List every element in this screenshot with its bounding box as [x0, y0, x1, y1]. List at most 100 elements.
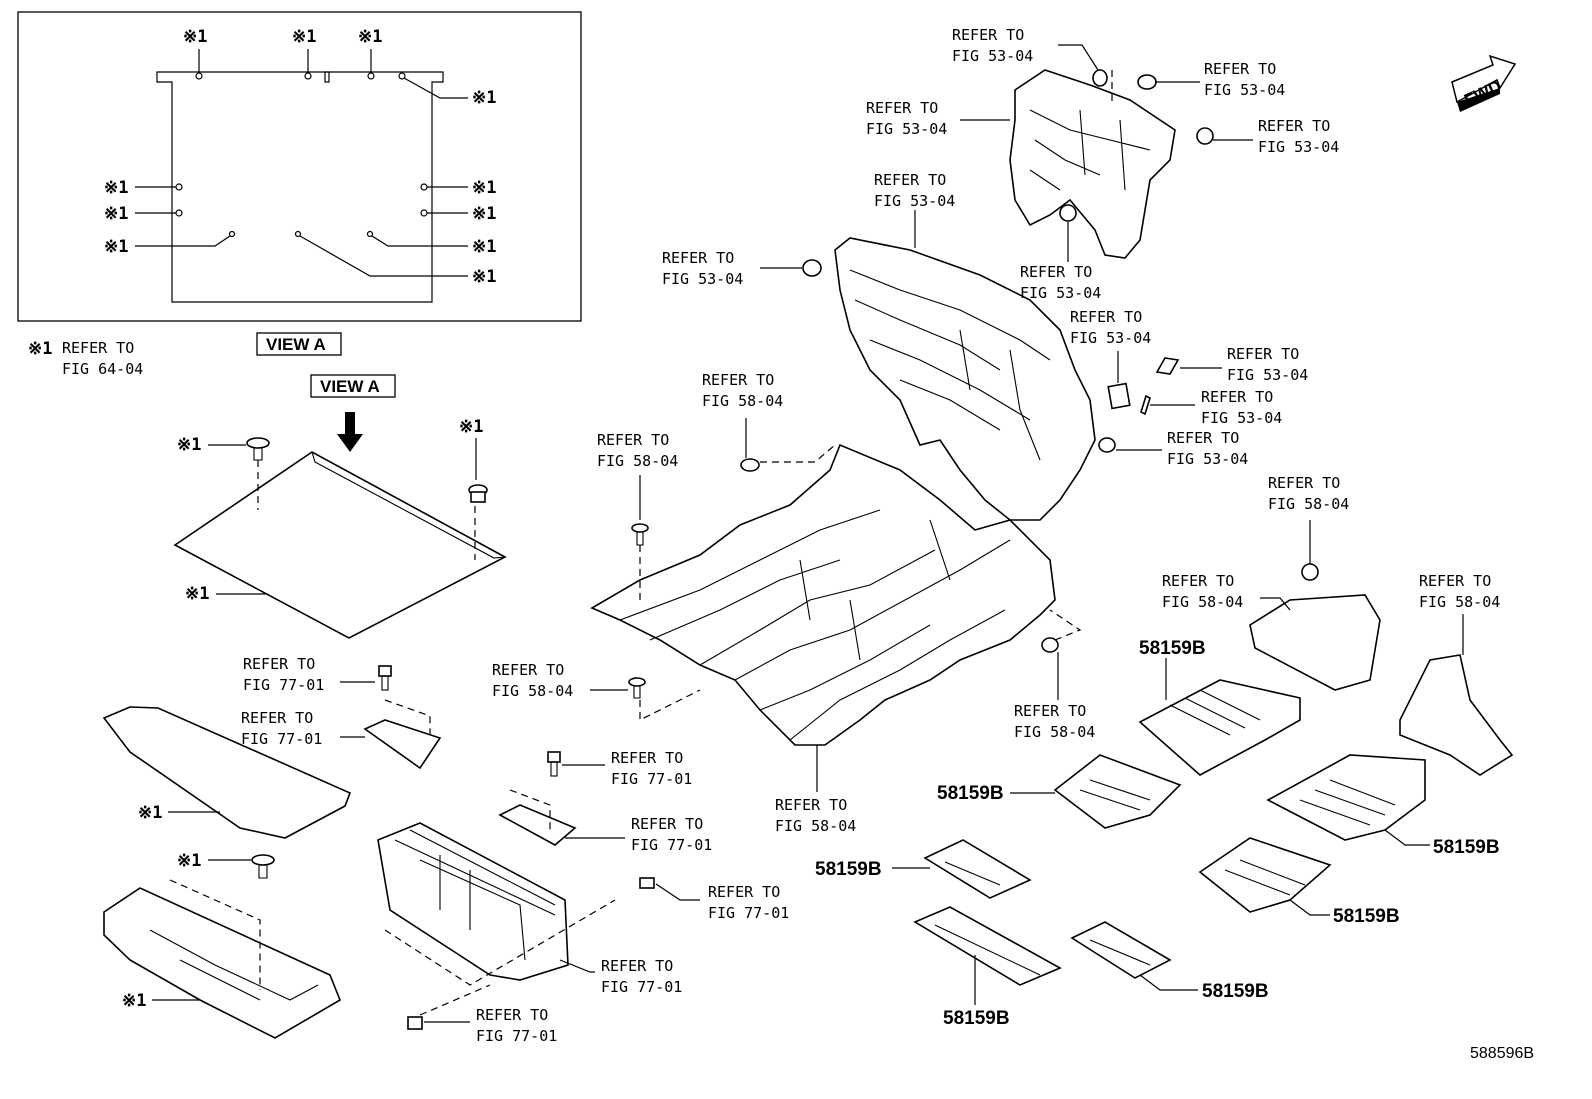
- sheet-ribs: [934, 689, 1396, 976]
- callout-fig-53-04: REFER TO FIG 53-04: [866, 99, 947, 138]
- storage-tray: [103, 887, 341, 1039]
- part-number-label: 58159B: [1333, 906, 1400, 927]
- pad: [1155, 357, 1180, 375]
- svg-text:REFER TO: REFER TO: [866, 99, 938, 117]
- mark-text: ※1: [459, 417, 483, 437]
- carpet-dashed: [1049, 609, 1082, 641]
- svg-text:FIG 53-04: FIG 53-04: [662, 270, 743, 288]
- frame-dashed: [384, 899, 616, 986]
- pad: [1107, 382, 1131, 410]
- clip-icon: [1098, 437, 1116, 453]
- svg-text:FIG 58-04: FIG 58-04: [492, 682, 573, 700]
- fwd-arrow-icon: FWD: [1451, 54, 1517, 112]
- part-number-label: 58159B: [1433, 837, 1500, 858]
- svg-text:REFER TO: REFER TO: [952, 26, 1024, 44]
- view-a-leaders: [135, 49, 468, 277]
- svg-text:FIG 77-01: FIG 77-01: [631, 836, 712, 854]
- dash-insulator: [834, 237, 1096, 521]
- svg-text:REFER TO: REFER TO: [1201, 388, 1273, 406]
- clip-icon: [1196, 127, 1214, 145]
- svg-text:REFER TO: REFER TO: [775, 796, 847, 814]
- svg-text:FIG 53-04: FIG 53-04: [1070, 329, 1151, 347]
- svg-text:FIG 58-04: FIG 58-04: [1419, 593, 1500, 611]
- svg-text:REFER TO: REFER TO: [1167, 429, 1239, 447]
- svg-text:FIG 58-04: FIG 58-04: [1268, 495, 1349, 513]
- sheet-58159b: [923, 839, 1032, 899]
- leader-line: [1289, 899, 1330, 916]
- svg-text:REFER TO: REFER TO: [708, 883, 780, 901]
- view-a-tag-frame-2: [310, 374, 396, 398]
- carpet-dashed: [760, 444, 836, 463]
- mark-text: ※1: [472, 204, 496, 224]
- part-number-label: 58159B: [815, 859, 882, 880]
- leader-line: [655, 883, 700, 901]
- frame-tubes: [394, 829, 556, 961]
- svg-text:FIG 77-01: FIG 77-01: [601, 978, 682, 996]
- leader-line: [1384, 829, 1430, 846]
- tray-ribs: [149, 929, 319, 1001]
- svg-text:FIG 58-04: FIG 58-04: [702, 392, 783, 410]
- sheet-58159b: [1053, 754, 1182, 829]
- svg-text:REFER TO: REFER TO: [1014, 702, 1086, 720]
- svg-text:REFER TO: REFER TO: [702, 371, 774, 389]
- sheet-58159b: [1138, 679, 1301, 776]
- deck-board: [173, 451, 507, 639]
- svg-text:FIG 53-04: FIG 53-04: [1227, 366, 1308, 384]
- clip-icon: [631, 523, 649, 546]
- deck-board-edge: [311, 451, 506, 559]
- svg-text:FIG 77-01: FIG 77-01: [241, 730, 322, 748]
- svg-text:FIG 53-04: FIG 53-04: [1020, 284, 1101, 302]
- mark-text: ※1: [472, 178, 496, 198]
- svg-text:FIG 53-04: FIG 53-04: [1201, 409, 1282, 427]
- figure-id: 588596B: [1470, 1045, 1534, 1062]
- clip-icon: [251, 854, 275, 879]
- bracket-2: [498, 804, 577, 846]
- svg-text:REFER TO: REFER TO: [662, 249, 734, 267]
- callout-fig-53-04: REFER TO FIG 53-04: [952, 26, 1033, 65]
- svg-text:REFER TO: REFER TO: [1204, 60, 1276, 78]
- clip-icon: [246, 437, 270, 461]
- mark-text: ※1: [183, 27, 207, 47]
- leader-line: [559, 959, 595, 973]
- sheet-58159b: [1070, 921, 1172, 979]
- svg-text:REFER TO: REFER TO: [601, 957, 673, 975]
- part-number-label: 58159B: [1139, 638, 1206, 659]
- clip-icon: [628, 677, 646, 699]
- silencer-contours: [1029, 109, 1151, 191]
- leader-line: [1058, 44, 1099, 71]
- clip-icon: [740, 458, 760, 472]
- mark-text: ※1: [138, 803, 162, 823]
- view-a-tag: VIEW A: [266, 335, 326, 354]
- mark-text: ※1: [104, 237, 128, 257]
- svg-text:REFER TO: REFER TO: [492, 661, 564, 679]
- clip-icon: [1092, 69, 1108, 87]
- callout-fig-58-04: REFER TO FIG 58-04: [1419, 572, 1500, 611]
- carpet-dashed: [639, 689, 701, 721]
- bracket: [363, 719, 442, 770]
- svg-text:FIG 53-04: FIG 53-04: [952, 47, 1033, 65]
- mark-text: ※1: [472, 237, 496, 257]
- svg-text:REFER TO: REFER TO: [597, 431, 669, 449]
- svg-text:REFER TO: REFER TO: [1419, 572, 1491, 590]
- mark-text: ※1: [472, 267, 496, 287]
- svg-text:FIG 53-04: FIG 53-04: [866, 120, 947, 138]
- svg-text:REFER TO: REFER TO: [476, 1006, 548, 1024]
- callout-fig-58-04: REFER TO FIG 58-04: [492, 661, 573, 700]
- svg-text:REFER TO: REFER TO: [1258, 117, 1330, 135]
- svg-text:FIG 77-01: FIG 77-01: [243, 676, 324, 694]
- bolt-icon: [378, 665, 392, 691]
- part-number-label: 58159B: [943, 1008, 1010, 1029]
- clip-icon: [1301, 563, 1319, 581]
